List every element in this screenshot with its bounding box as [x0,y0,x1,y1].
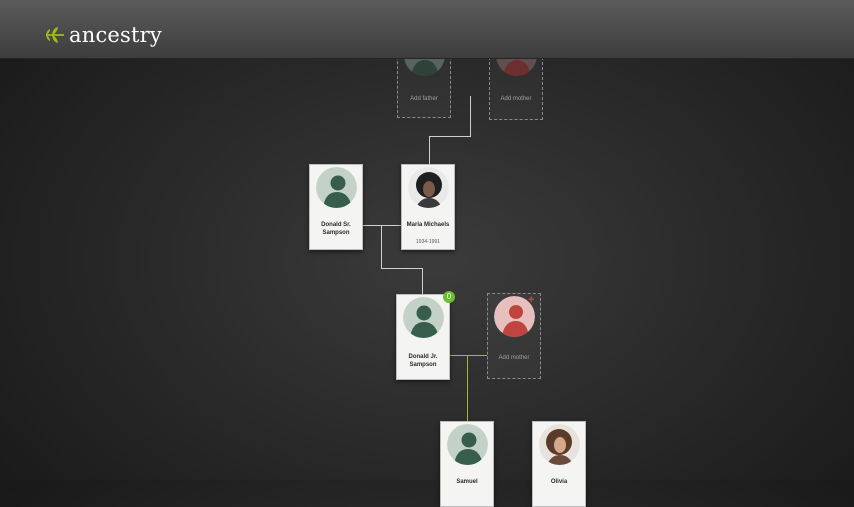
leaf-logo-icon [46,27,64,43]
person-silhouette-icon [447,424,488,465]
brand-name: ancestry [69,23,162,47]
add-icon: + [528,294,535,306]
person-card-donald-sr[interactable]: Donald Sr. Sampson [309,164,363,250]
connector-line [363,225,401,226]
person-photo [539,424,580,465]
connector-line [422,268,423,294]
person-card-maria[interactable]: Maria Michaels 1934-1991 [401,164,455,250]
add-mother-label: Add mother [498,355,530,361]
connector-line [449,355,487,356]
person-photo [408,167,449,208]
person-card-olivia[interactable]: Olivia [532,421,586,507]
person-dates: 1934-1991 [416,239,440,245]
connector-line [381,225,382,269]
add-father-label: Add father [410,96,438,102]
person-name: Samuel [456,479,478,485]
person-silhouette-icon [494,296,535,337]
person-name: Donald Sr. Sampson [321,222,351,236]
add-spouse-card[interactable]: + Add mother [487,293,541,379]
person-card-donald-jr[interactable]: Donald Jr. Sampson [396,294,450,380]
connector-line [467,355,468,421]
person-name: Olivia [550,479,568,485]
add-mother-label: Add mother [500,96,532,102]
ancestry-logo[interactable]: ancestry [44,24,162,46]
connector-line [429,136,430,164]
person-card-samuel[interactable]: Samuel [440,421,494,507]
hint-leaf-badge[interactable]: 0 [443,291,455,303]
connector-line [429,136,471,137]
person-silhouette-icon [316,167,357,208]
connector-line [470,96,471,136]
connector-line [381,268,423,269]
person-silhouette-icon [403,297,444,338]
person-name: Donald Jr. Sampson [408,354,438,368]
top-header: ancestry [0,0,854,59]
person-name: Maria Michaels [406,222,450,228]
